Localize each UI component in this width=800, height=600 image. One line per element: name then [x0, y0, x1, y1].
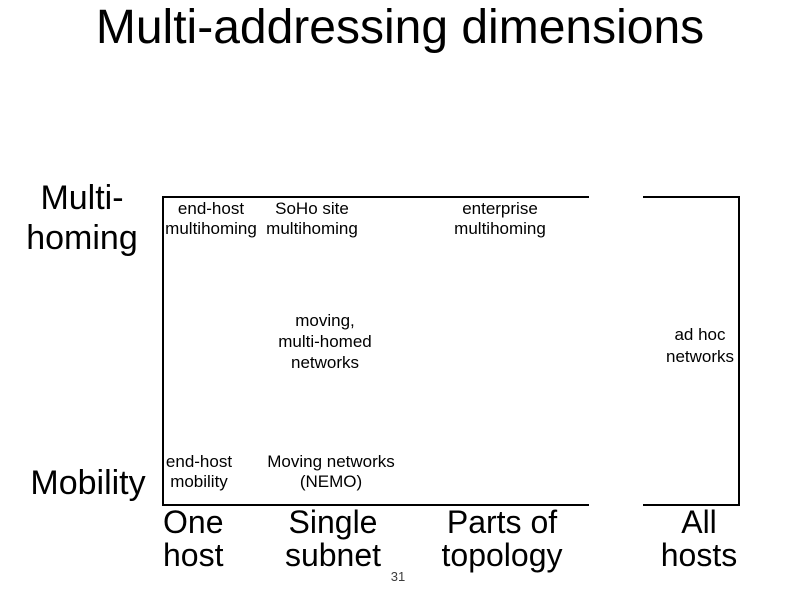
- cell-ad-hoc-networks: ad hoc networks: [665, 325, 735, 366]
- cell-soho-site-multihoming: SoHo site multihoming: [266, 199, 358, 238]
- cell-end-host-mobility: end-host mobility: [165, 452, 233, 491]
- scope-label-parts-of-topology: Parts of topology: [441, 504, 563, 573]
- scope-label-single-subnet: Single subnet: [284, 504, 382, 573]
- page-title: Multi-addressing dimensions: [95, 1, 705, 54]
- scope-label-all-hosts: All hosts: [660, 504, 738, 573]
- scope-label-one-host: One host: [163, 504, 224, 573]
- cell-moving-multihomed-networks: moving, multi-homed networks: [278, 311, 372, 372]
- slide-page-number: 31: [390, 569, 406, 584]
- cell-enterprise-multihoming: enterprise multihoming: [454, 199, 546, 238]
- cell-moving-networks-nemo: Moving networks (NEMO): [267, 452, 395, 491]
- axis-label-mobility: Mobility: [30, 464, 146, 502]
- main-dimension-box: [162, 196, 589, 506]
- ad-hoc-box: [643, 196, 740, 506]
- axis-label-multihoming: Multi- homing: [26, 179, 138, 257]
- cell-end-host-multihoming: end-host multihoming: [165, 199, 257, 238]
